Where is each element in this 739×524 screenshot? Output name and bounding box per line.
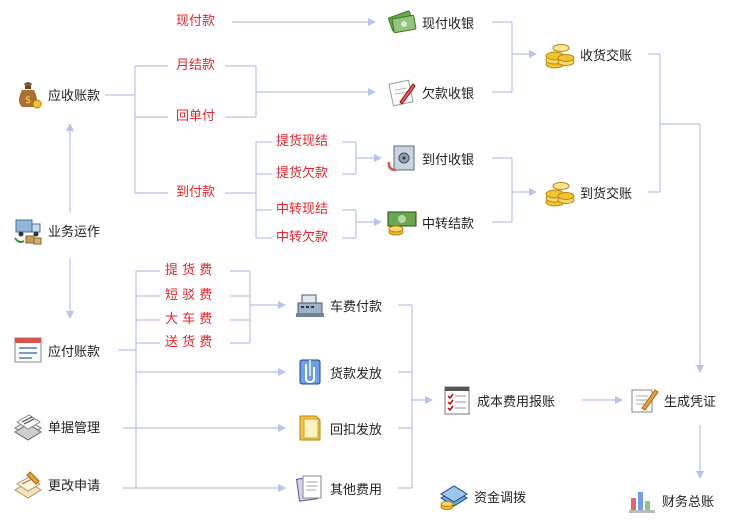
cash-register-icon [296, 294, 324, 317]
node-payable[interactable]: 应付账款 [12, 334, 100, 366]
folder-icon [299, 415, 321, 441]
node-credit-collect[interactable]: 欠款收银 [386, 76, 474, 108]
checklist-icon [444, 386, 470, 415]
label-delivery-fee: 送 货 费 [165, 335, 213, 350]
cash-icon [388, 10, 417, 34]
banknote-coins-icon [387, 211, 417, 236]
node-operation-label: 业务运作 [48, 224, 101, 240]
node-payment-release[interactable]: 货款发放 [294, 356, 382, 388]
label-monthly: 月结款 [176, 58, 216, 73]
node-transfer-settle-label: 中转结款 [422, 216, 475, 232]
node-operation[interactable]: 业务运作 [12, 214, 100, 246]
node-change-req-label: 更改申请 [48, 478, 101, 494]
node-fund-transfer-label: 资金调拨 [474, 490, 527, 506]
node-cost-reimburse-label: 成本费用报账 [477, 394, 556, 410]
node-receivable-label: 应收账款 [48, 88, 101, 104]
node-deduction-release[interactable]: 回扣发放 [294, 412, 382, 444]
bills-stack-icon [440, 485, 468, 510]
label-cash-pay: 现付款 [176, 14, 216, 29]
node-delivery-posting-label: 到货交账 [580, 186, 633, 202]
node-change-req[interactable]: 更改申请 [12, 468, 100, 500]
node-payment-release-label: 货款发放 [330, 366, 383, 382]
form-icon [14, 337, 42, 363]
node-receivable[interactable]: $ 应收账款 [12, 78, 100, 110]
voucher-pen-icon [631, 389, 659, 413]
edit-paper-icon [14, 471, 42, 499]
label-transfer-credit: 中转欠款 [276, 230, 329, 245]
safe-icon [387, 145, 415, 172]
node-cost-reimburse[interactable]: 成本费用报账 [441, 384, 555, 416]
node-cash-collect[interactable]: 现付收银 [386, 6, 474, 38]
node-receipt-posting[interactable]: 收货交账 [544, 38, 632, 70]
label-pickup-cash: 提货现结 [276, 134, 329, 149]
label-shuttle-fee: 短 驳 费 [165, 288, 213, 303]
documents-icon [14, 414, 42, 441]
coin-stack-icon [545, 44, 575, 69]
node-cod-collect[interactable]: 到付收银 [386, 142, 474, 174]
node-freight-pay[interactable]: 车费付款 [294, 289, 382, 321]
node-deduction-release-label: 回扣发放 [330, 422, 383, 438]
svg-text:$: $ [25, 95, 31, 106]
coin-stack-icon [545, 182, 575, 207]
node-cash-collect-label: 现付收银 [422, 16, 475, 32]
label-truck-fee: 大 车 费 [165, 312, 213, 327]
node-freight-pay-label: 车费付款 [330, 299, 383, 315]
node-doc-mgmt[interactable]: 单据管理 [12, 410, 100, 442]
label-transfer-cash: 中转现结 [276, 202, 329, 217]
node-doc-mgmt-label: 单据管理 [48, 420, 101, 436]
node-voucher[interactable]: 生成凭证 [628, 384, 716, 416]
label-pickup-fee: 提 货 费 [165, 263, 213, 278]
node-receipt-posting-label: 收货交账 [580, 48, 633, 64]
label-pickup-credit: 提货欠款 [276, 166, 329, 181]
node-fund-transfer[interactable]: 资金调拨 [438, 480, 526, 512]
node-credit-collect-label: 欠款收银 [422, 86, 475, 102]
node-payable-label: 应付账款 [48, 344, 101, 360]
node-transfer-settle[interactable]: 中转结款 [386, 206, 474, 238]
node-cod-collect-label: 到付收银 [422, 152, 475, 168]
label-return-slip: 回单付 [176, 109, 216, 124]
label-cod: 到付款 [176, 185, 216, 200]
truck-icon [14, 219, 42, 245]
paperclip-doc-icon [299, 359, 321, 385]
node-delivery-posting[interactable]: 到货交账 [544, 176, 632, 208]
node-other-fees-label: 其他费用 [330, 482, 383, 498]
money-bag-icon: $ [19, 82, 42, 109]
node-ledger[interactable]: 财务总账 [626, 484, 714, 516]
note-pen-icon [388, 79, 416, 107]
bar-chart-icon [629, 492, 655, 513]
node-ledger-label: 财务总账 [662, 494, 715, 510]
node-other-fees[interactable]: 其他费用 [294, 472, 382, 504]
papers-icon [295, 475, 322, 502]
node-voucher-label: 生成凭证 [664, 394, 717, 410]
